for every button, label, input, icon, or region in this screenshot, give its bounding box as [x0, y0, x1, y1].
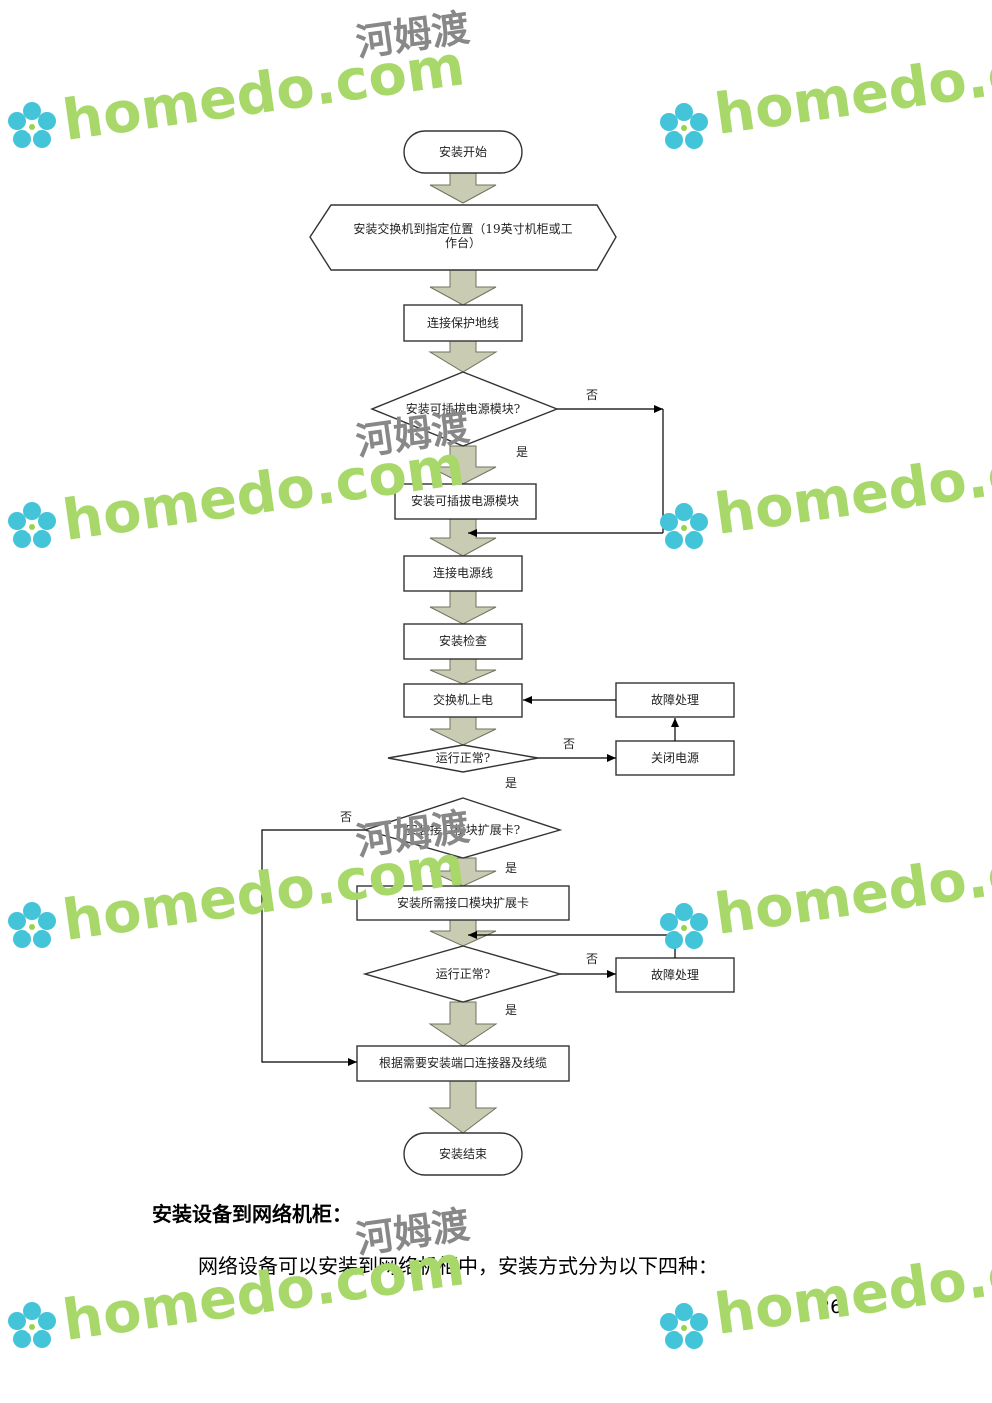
module-decision: [362, 797, 563, 859]
end-label: 安装结束: [439, 1146, 487, 1161]
check-label: 安装检查: [439, 633, 487, 648]
yes-label: 是: [505, 861, 517, 875]
pluggable-install-label: 安装可插拔电源模块: [411, 493, 519, 508]
flow-arrow: [429, 658, 497, 685]
flow-arrow: [428, 340, 498, 373]
section-heading: 安装设备到网络机柜：: [152, 1202, 352, 1226]
install-switch-box: [309, 204, 617, 271]
run-decision-1: [387, 744, 539, 773]
no-label: 否: [586, 388, 598, 402]
yes-label: 是: [505, 776, 517, 790]
yes-label: 是: [516, 445, 528, 459]
ground-box: [403, 304, 523, 342]
flow-arrow: [429, 716, 497, 746]
fault-label-2: 故障处理: [651, 967, 699, 982]
module-install-label: 安装所需接口模块扩展卡: [397, 895, 529, 910]
flow-arrow: [428, 1080, 498, 1134]
run-decision-2: [362, 945, 563, 1003]
install-switch-label-2: 作台）: [445, 235, 481, 250]
module-question-label: 安装接口模块扩展卡?: [406, 822, 520, 837]
connect-label: 根据需要安装端口连接器及线缆: [379, 1055, 547, 1070]
connector-line: [468, 931, 676, 958]
flow-arrow: [429, 172, 497, 204]
yes-label: 是: [505, 1003, 517, 1017]
power-cable-label: 连接电源线: [433, 565, 493, 580]
flow-arrow: [429, 518, 497, 557]
power-on-label: 交换机上电: [433, 692, 493, 707]
no-label: 否: [340, 810, 352, 824]
fault-box-1: [615, 682, 735, 718]
body-paragraph: 网络设备可以安装到网络机柜中，安装方式分为以下四种：: [198, 1254, 718, 1278]
flow-arrow: [428, 1001, 498, 1047]
power-off-label: 关闭电源: [651, 751, 699, 765]
no-label: 否: [586, 952, 598, 966]
connector-line: [261, 829, 365, 1066]
page-number: 26: [818, 1296, 843, 1318]
pluggable-question-label: 安装可插拔电源模块?: [406, 401, 520, 416]
check-box: [403, 623, 523, 660]
flow-arrow: [429, 445, 497, 485]
flow-arrow: [429, 590, 497, 625]
start-label: 安装开始: [439, 144, 487, 159]
ground-label: 连接保护地线: [427, 315, 499, 330]
end-terminal: [403, 1132, 523, 1176]
power-cable-box: [403, 555, 523, 592]
pluggable-decision: [370, 371, 559, 447]
flow-arrow: [429, 857, 497, 887]
start-terminal: [403, 130, 523, 174]
no-label: 否: [563, 737, 575, 751]
flow-arrow: [429, 919, 497, 947]
run-question-label-2: 运行正常?: [436, 967, 490, 981]
pluggable-install-box: [394, 483, 537, 520]
module-install-box: [356, 885, 570, 921]
flow-arrow: [429, 269, 497, 306]
connect-box: [356, 1045, 570, 1082]
fault-label-1: 故障处理: [651, 692, 699, 707]
install-switch-label-1: 安装交换机到指定位置（19英寸机柜或工: [353, 221, 572, 236]
run-question-label-1: 运行正常?: [436, 751, 490, 765]
power-on-box: [403, 683, 523, 718]
